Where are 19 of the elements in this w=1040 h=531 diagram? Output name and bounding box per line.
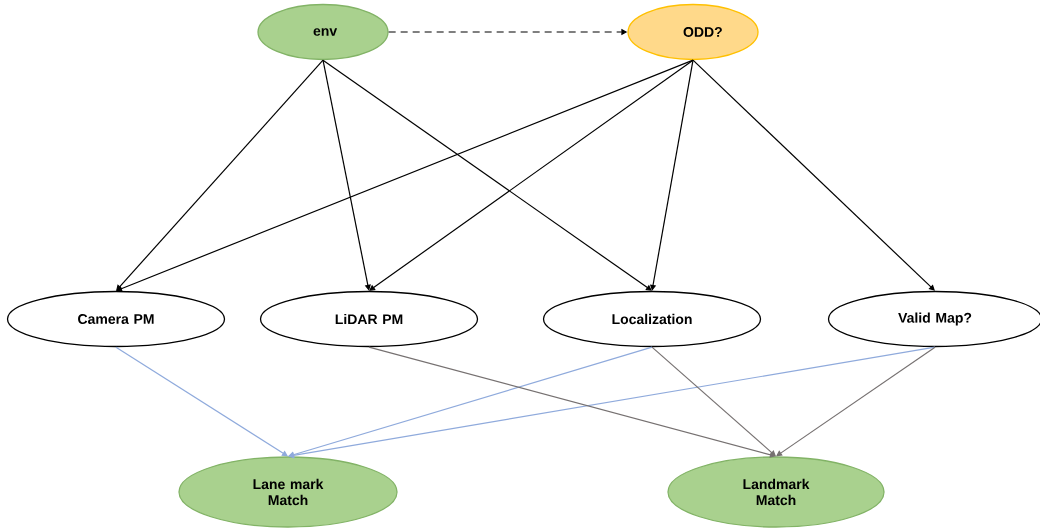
- ellipse-node: env: [257, 3, 389, 61]
- arrow: [288, 346, 936, 459]
- ellipse-node: Landmark Match: [667, 456, 885, 528]
- ellipse-node: Lane mark Match: [178, 456, 398, 528]
- arrow: [368, 346, 776, 458]
- arrow: [776, 346, 936, 457]
- arrow: [115, 346, 288, 457]
- arrow: [322, 59, 652, 291]
- arrow: [288, 346, 653, 458]
- ellipse-node: LiDAR PM: [259, 290, 479, 348]
- arrow: [116, 59, 694, 292]
- arrow: [322, 59, 371, 291]
- ellipse-node: Localization: [542, 290, 762, 348]
- arrow: [692, 59, 935, 291]
- ellipse-node: Camera PM: [6, 290, 226, 348]
- ellipse-node: ODD?: [627, 3, 759, 61]
- arrow: [369, 59, 694, 291]
- arrow: [651, 346, 776, 457]
- arrow: [116, 59, 324, 291]
